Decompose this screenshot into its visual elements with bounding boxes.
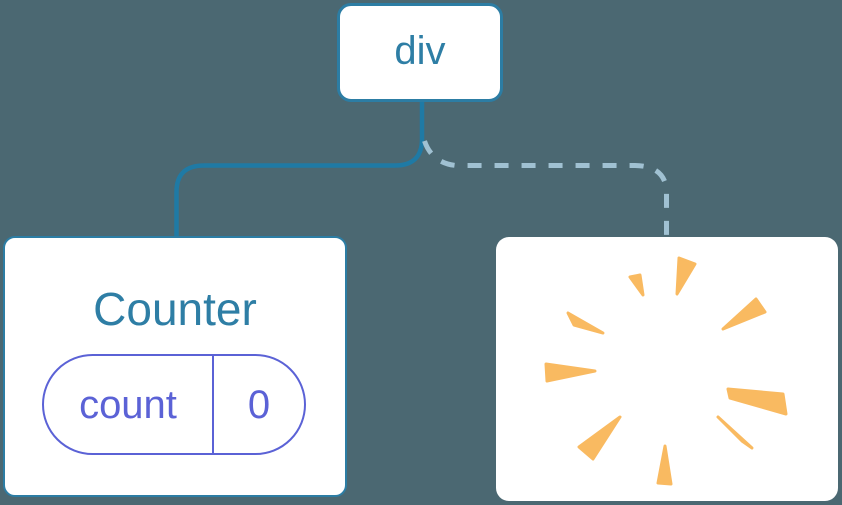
node-removed-poof (496, 237, 838, 501)
poof-ray-lower-left (577, 415, 622, 461)
node-div-label: div (394, 28, 446, 73)
state-value: 0 (212, 356, 304, 453)
poof-ray-bottom (656, 444, 673, 486)
state-name: count (79, 382, 177, 427)
counter-title: Counter (93, 283, 257, 335)
poof-ray-upper-right (721, 297, 767, 331)
poof-ray-lower-right (716, 415, 754, 450)
poof-ray-left (544, 362, 597, 383)
poof-starburst-icon (544, 256, 788, 486)
state-pill: count 0 (42, 354, 306, 455)
connector-solid-div-to-counter (174, 101, 425, 236)
connector-dashed-div-to-removed (422, 140, 669, 237)
node-counter: Counter count 0 (3, 236, 347, 497)
poof-ray-top (675, 256, 697, 296)
poof-ray-right (726, 387, 788, 416)
node-div: div (337, 3, 503, 102)
poof-ray-upper-left-small (628, 273, 645, 297)
poof-ray-upper-left (566, 311, 605, 335)
